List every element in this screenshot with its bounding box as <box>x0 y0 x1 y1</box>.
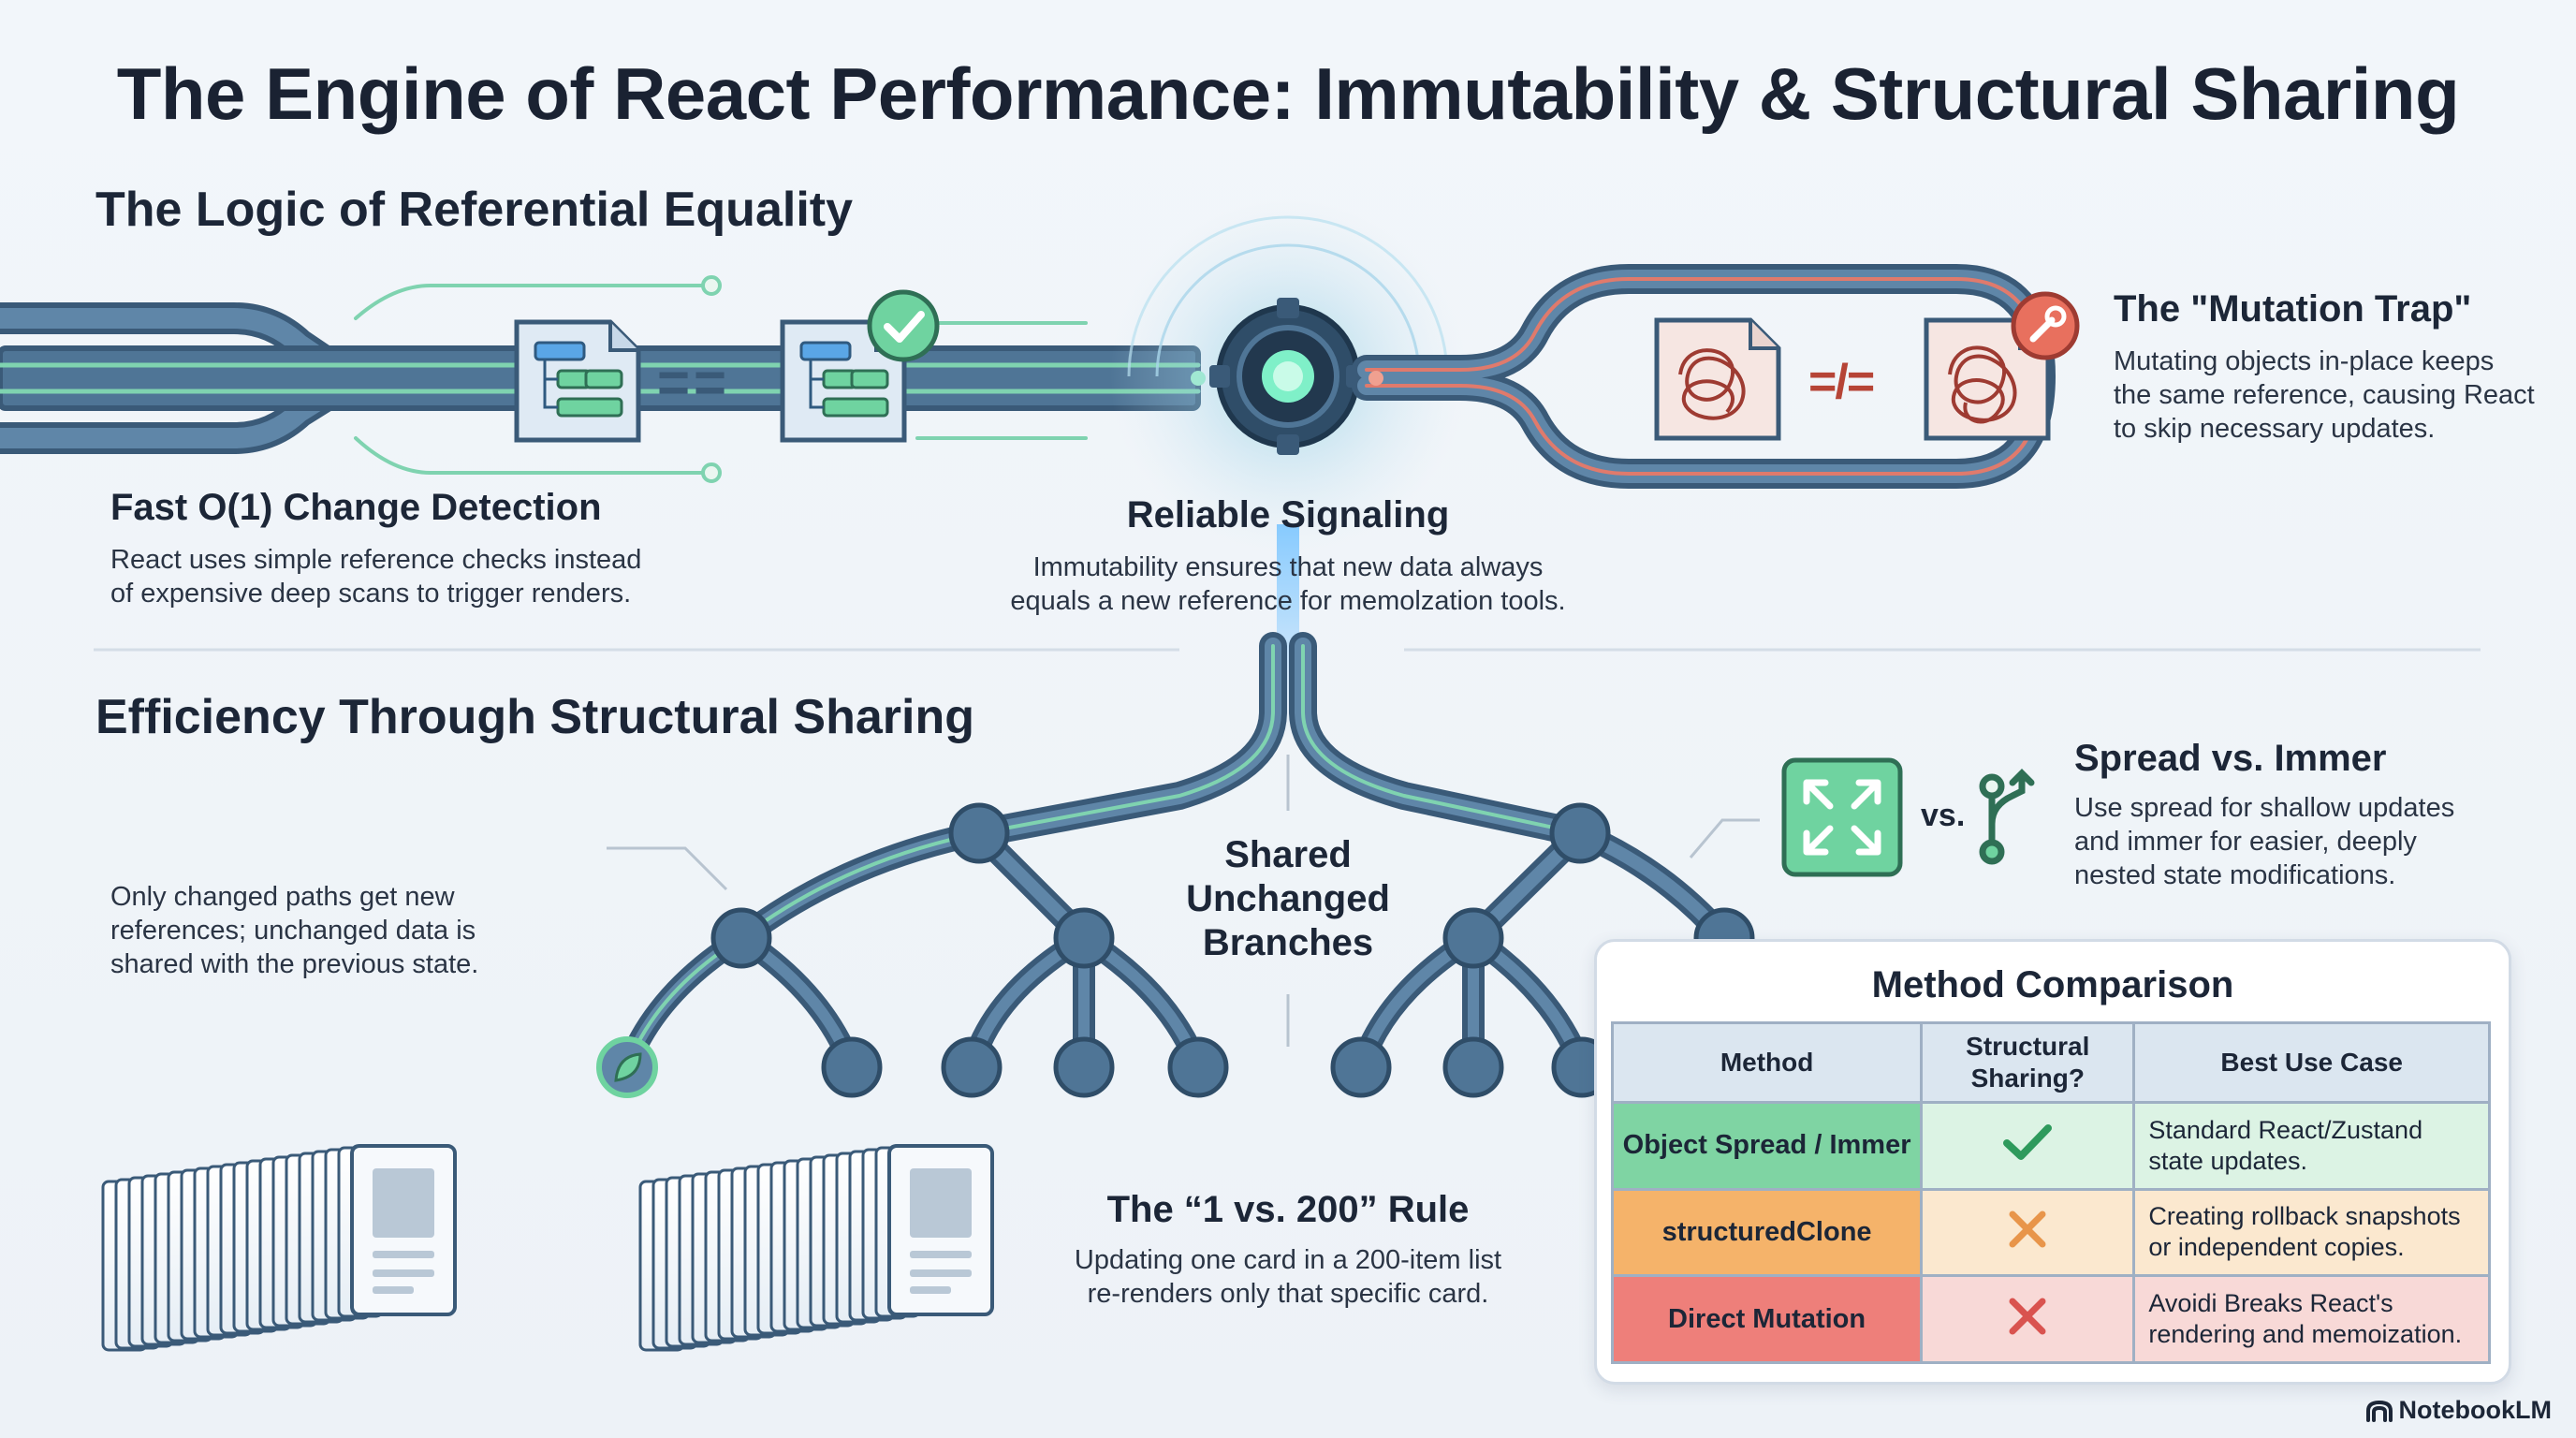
card-line <box>373 1286 414 1294</box>
table-row: Object Spread / Immer Standard React/Zus… <box>1610 1101 2491 1191</box>
rule-heading: The “1 vs. 200” Rule <box>1106 1189 1470 1230</box>
tree-nodes <box>710 802 1755 1098</box>
card-image <box>373 1168 434 1238</box>
spread-immer-heading: Spread vs. Immer <box>2074 738 2387 779</box>
card-line <box>373 1269 434 1277</box>
method-cell: structuredClone <box>1610 1187 1924 1278</box>
not-equal-symbol: =/= <box>1808 355 1875 409</box>
section-title-referential: The Logic of Referential Equality <box>95 183 853 237</box>
card-image <box>910 1168 972 1238</box>
check-badge-icon <box>867 289 940 362</box>
reliable-signaling-text: Immutability ensures that new data alway… <box>1010 552 1566 616</box>
callout-line-spread <box>1689 818 1760 858</box>
page-title: The Engine of React Performance: Immutab… <box>116 52 2460 135</box>
tangled-document-icon-left <box>1654 317 1781 441</box>
section-title-structural: Efficiency Through Structural Sharing <box>95 690 974 744</box>
fast-detection-heading: Fast O(1) Change Detection <box>110 487 602 528</box>
column-header-use: Best Use Case <box>2132 1021 2491 1104</box>
card-line <box>910 1286 951 1294</box>
central-hub-icon <box>1110 198 1466 740</box>
method-comparison-title: Method Comparison <box>1871 964 2234 1005</box>
leaf-node-icon <box>596 1036 658 1098</box>
expand-arrows-icon <box>1781 757 1903 877</box>
reliable-signaling-heading: Reliable Signaling <box>1126 494 1450 536</box>
document-icon-left <box>514 319 641 443</box>
fast-detection-text: React uses simple reference checks inste… <box>110 545 642 609</box>
wrench-badge-icon <box>2011 291 2080 360</box>
notebooklm-logo-icon <box>2365 1400 2393 1429</box>
check-icon <box>1920 1101 2136 1191</box>
card-stacks <box>101 1144 994 1352</box>
brand-label: NotebookLM <box>2365 1396 2552 1429</box>
equal-symbol: == <box>657 351 731 414</box>
callout-line-left <box>607 846 728 891</box>
card-line <box>373 1251 434 1258</box>
method-cell: Object Spread / Immer <box>1610 1101 1924 1191</box>
card-line <box>910 1269 972 1277</box>
cross-icon <box>1920 1187 2136 1278</box>
mutation-trap-heading: The "Mutation Trap" <box>2114 288 2472 330</box>
card-line <box>910 1251 972 1258</box>
cross-icon <box>1920 1274 2136 1364</box>
branch-icon <box>1979 769 2035 865</box>
method-cell: Direct Mutation <box>1610 1274 1924 1364</box>
column-header-method: Method <box>1610 1021 1924 1104</box>
table-row: structuredClone Creating rollback snapsh… <box>1610 1187 2491 1278</box>
vs-label: vs. <box>1921 798 1966 833</box>
